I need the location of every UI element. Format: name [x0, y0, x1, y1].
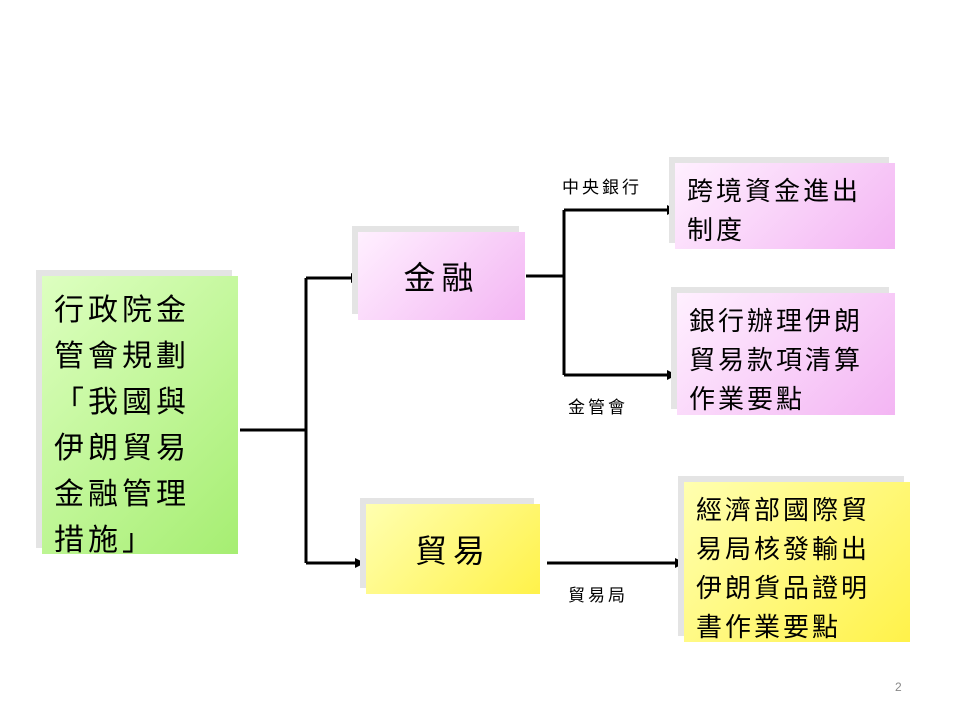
trade-node: 貿易 — [366, 504, 540, 594]
bank-settlement-node: 銀行辦理伊朗 貿易款項清算 作業要點 — [677, 293, 895, 415]
finance-node: 金融 — [358, 232, 525, 320]
edge-label-central-bank: 中央銀行 — [562, 178, 642, 198]
page-number: 2 — [895, 680, 902, 694]
edge-label-boft: 貿易局 — [568, 586, 628, 606]
export-certificate-node: 經濟部國際貿 易局核發輸出 伊朗貨品證明 書作業要點 — [684, 482, 910, 643]
cross-border-funds-node: 跨境資金進出 制度 — [675, 163, 895, 249]
root-node: 行政院金 管會規劃 「我國與 伊朗貿易 金融管理 措施」 — [42, 276, 238, 558]
edge-label-fsc: 金管會 — [568, 398, 628, 418]
